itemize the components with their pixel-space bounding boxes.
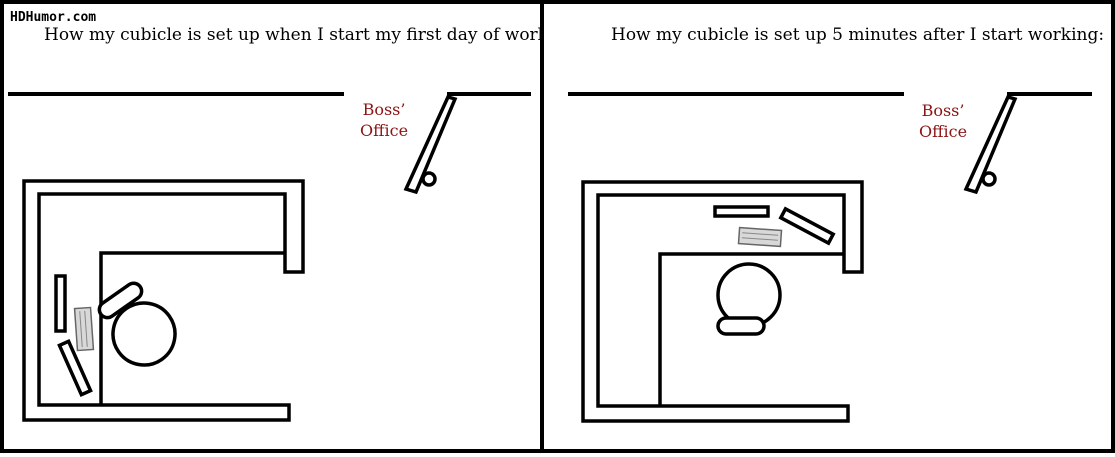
office-label-line-2: Office [360, 121, 409, 140]
keyboard-icon [737, 226, 783, 248]
desk-edge [99, 251, 285, 405]
comic-panel-five-minutes: How my cubicle is set up 5 minutes after… [540, 0, 1115, 453]
chair-icon [716, 262, 782, 336]
second-monitor-icon [778, 206, 836, 246]
office-label-line-1: Boss’ [362, 100, 406, 119]
monitor-icon [713, 205, 770, 218]
boss-office-label: Boss’ Office [919, 100, 967, 142]
second-monitor-icon [57, 338, 93, 398]
keyboard-icon [73, 306, 95, 352]
panel-caption: How my cubicle is set up 5 minutes after… [611, 25, 1105, 45]
panel-caption: How my cubicle is set up when I start my… [44, 25, 554, 45]
monitor-icon [54, 274, 67, 333]
desk-edge [658, 252, 844, 406]
cubicle-floorplan [8, 92, 531, 422]
comic-panel-first-day: HDHumor.com How my cubicle is set up whe… [0, 0, 554, 453]
cubicle-wall [22, 179, 305, 422]
chair-icon [97, 281, 177, 367]
site-watermark: HDHumor.com [10, 10, 97, 25]
boss-office-label: Boss’ Office [360, 99, 408, 141]
office-door-icon [403, 94, 458, 195]
office-label-line-2: Office [919, 122, 968, 141]
cubicle-wall [581, 180, 864, 423]
office-door-icon [963, 94, 1018, 195]
office-label-line-1: Boss’ [921, 101, 965, 120]
cubicle-floorplan [568, 92, 1092, 423]
